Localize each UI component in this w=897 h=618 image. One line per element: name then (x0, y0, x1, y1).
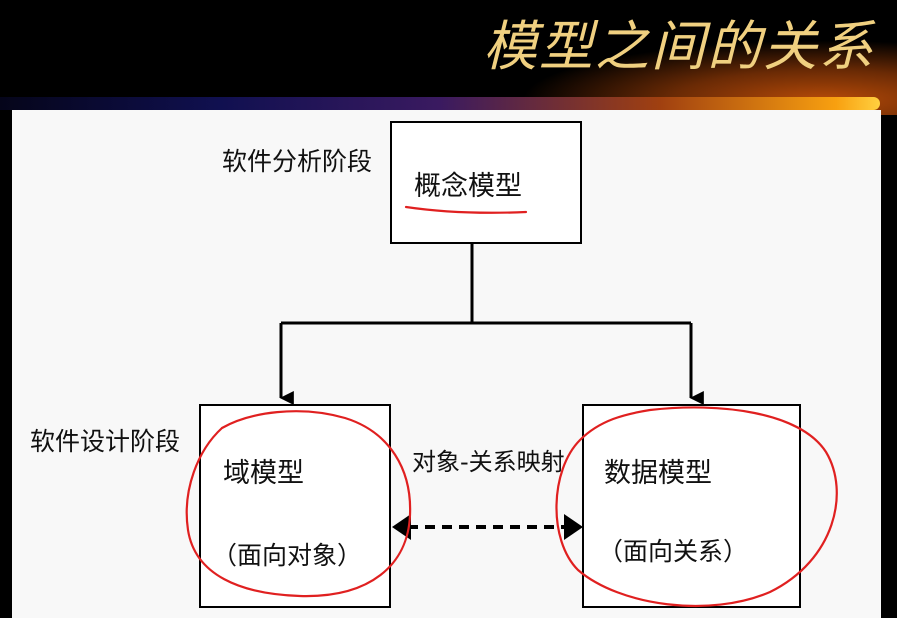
data-model-label: 数据模型 (604, 458, 712, 489)
underline-annotation (404, 205, 528, 214)
stage-label-analysis: 软件分析阶段 (222, 147, 372, 176)
header-swoosh-bar (0, 97, 880, 110)
stage-label-design: 软件设计阶段 (30, 427, 180, 456)
conceptual-model-box: 概念模型 (390, 121, 582, 244)
conceptual-model-label: 概念模型 (414, 171, 522, 202)
domain-model-note: （面向对象） (212, 541, 362, 570)
data-model-box: 数据模型 （面向关系） (582, 404, 801, 608)
red-annotations (185, 205, 838, 607)
data-model-note: （面向关系） (598, 537, 748, 566)
domain-model-label: 域模型 (223, 458, 304, 489)
branch-connector (279, 243, 704, 405)
domain-circle-annotation (185, 410, 412, 598)
domain-model-box: 域模型 （面向对象） (199, 404, 391, 608)
slide-title: 模型之间的关系 (483, 15, 875, 78)
mapping-label: 对象-关系映射 (412, 448, 565, 476)
data-circle-annotation (555, 406, 838, 607)
mapping-dashed-arrow (392, 514, 583, 540)
